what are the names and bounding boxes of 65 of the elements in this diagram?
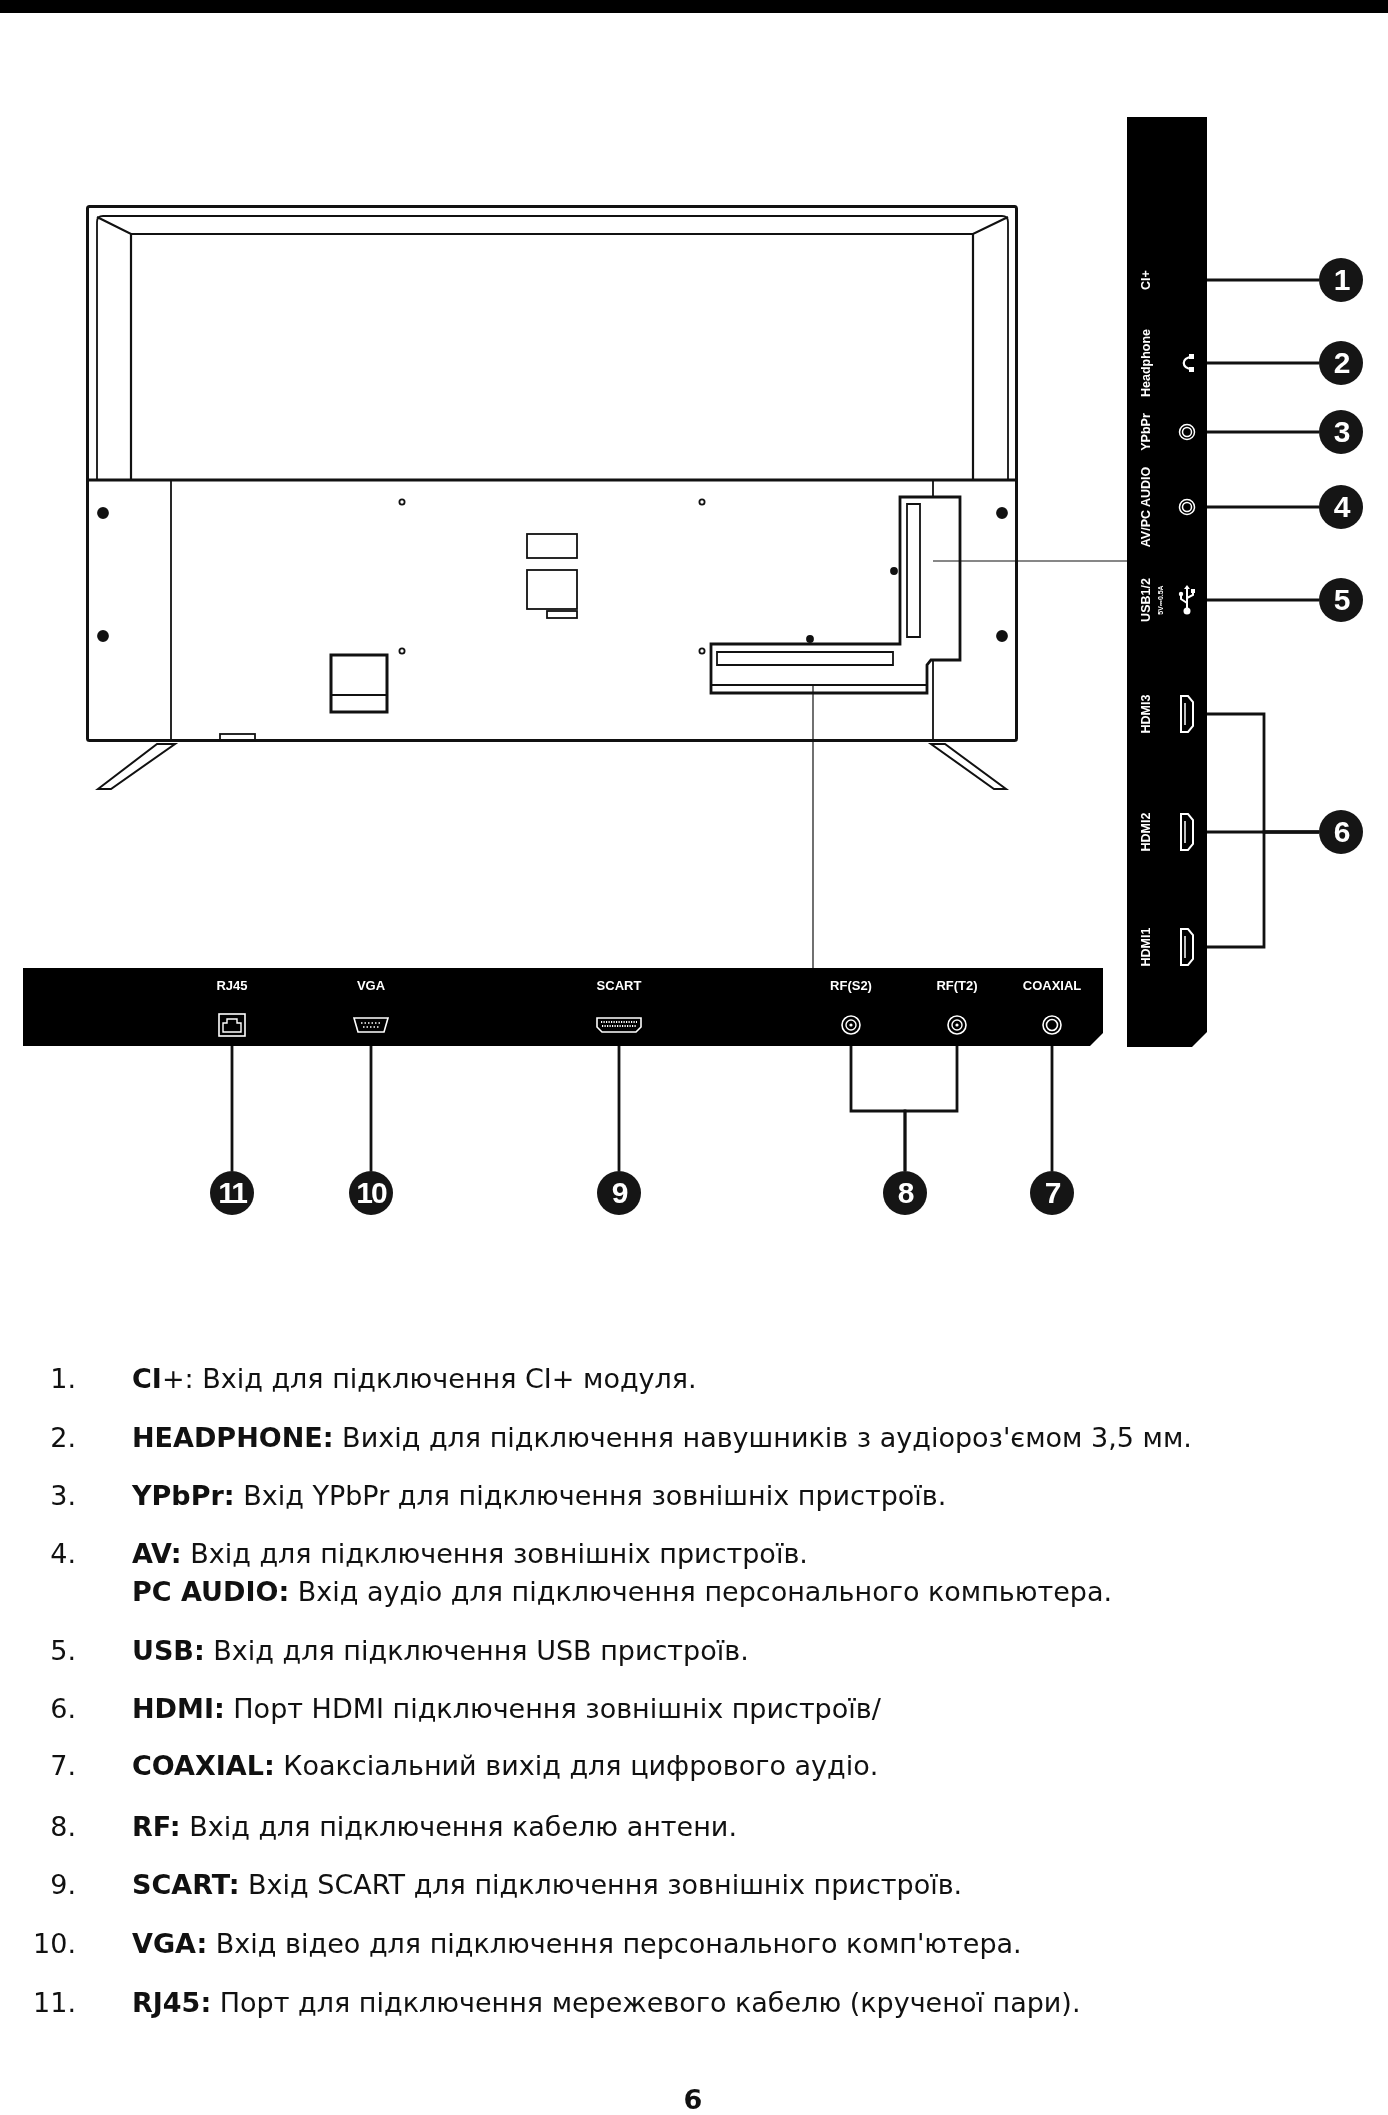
list-number: 3. xyxy=(50,1479,76,1513)
list-number: 7. xyxy=(50,1749,76,1783)
description-text: VGA: Вхід відео для підключення персонального комп'ютера. xyxy=(132,1927,1022,1961)
description-text: PC AUDIO: Вхід аудіо для підключення персонального компьютера. xyxy=(132,1575,1113,1609)
leader-line xyxy=(1207,430,1319,434)
page-number: 6 xyxy=(683,2083,703,2115)
list-number: 2. xyxy=(50,1421,76,1455)
port-label: AV/PC AUDIO xyxy=(1139,466,1153,548)
port-label: HDMI3 xyxy=(1139,694,1153,734)
port-label: HDMI1 xyxy=(1139,927,1153,967)
description-text: COAXIAL: Коаксіальний вихід для цифрового аудіо. xyxy=(132,1749,879,1783)
list-number: 6. xyxy=(50,1692,76,1726)
description-text: HDMI: Порт HDMI підключення зовнішніх пристроїв/ xyxy=(132,1692,881,1726)
port-label: SCART xyxy=(596,979,642,992)
leader-line xyxy=(1207,505,1319,509)
list-number: 8. xyxy=(50,1810,76,1844)
leader-line xyxy=(1207,361,1319,365)
callout-number: 11 xyxy=(210,1171,254,1215)
port-label: RF(S2) xyxy=(830,979,872,992)
description-text: RF: Вхід для підключення кабелю антени. xyxy=(132,1810,737,1844)
description-text: USB: Вхід для підключення USB пристроїв. xyxy=(132,1634,749,1668)
leader-line xyxy=(1207,830,1319,949)
callout-number: 7 xyxy=(1030,1171,1074,1215)
description-text: RJ45: Порт для підключення мережевого кабелю (крученої пари). xyxy=(132,1986,1081,2020)
leader-line xyxy=(1207,278,1319,282)
leader-line xyxy=(230,1046,234,1171)
port-label: RF(T2) xyxy=(936,979,978,992)
list-number: 4. xyxy=(50,1537,76,1571)
port-label: COAXIAL xyxy=(1022,979,1082,992)
list-number: 5. xyxy=(50,1634,76,1668)
port-label: RJ45 xyxy=(216,979,248,992)
leader-line xyxy=(903,1046,959,1171)
leader-line xyxy=(369,1046,373,1171)
port-label: YPbPr xyxy=(1139,413,1153,451)
leader-line xyxy=(1050,1046,1054,1171)
leader-line xyxy=(617,1046,621,1171)
connector-panel xyxy=(23,968,1103,1046)
connector-panel xyxy=(1127,117,1207,1047)
callout-number: 8 xyxy=(883,1171,927,1215)
description-text: CI+: Вхід для підключення CI+ модуля. xyxy=(132,1362,697,1396)
list-number: 10. xyxy=(33,1927,76,1961)
port-label: Headphone xyxy=(1139,328,1153,398)
callout-number: 4 xyxy=(1319,485,1363,529)
tv-back-drawing xyxy=(86,205,1018,791)
port-label: USB1/2 xyxy=(1139,578,1153,622)
leader-line xyxy=(812,683,814,969)
callout-number: 3 xyxy=(1319,410,1363,454)
description-text: YPbPr: Вхід YPbPr для підключення зовнішніх пристроїв. xyxy=(132,1479,947,1513)
callout-number: 9 xyxy=(597,1171,641,1215)
list-number: 9. xyxy=(50,1868,76,1902)
callout-number: 10 xyxy=(349,1171,393,1215)
port-label: VGA xyxy=(356,979,386,992)
description-text: SCART: Вхід SCART для підключення зовнішніх пристроїв. xyxy=(132,1868,963,1902)
leader-line xyxy=(932,560,1128,562)
callout-number: 1 xyxy=(1319,258,1363,302)
callout-number: 5 xyxy=(1319,578,1363,622)
callout-number: 2 xyxy=(1319,341,1363,385)
description-text: HEADPHONE: Вихід для підключення навушників з аудіороз'ємом 3,5 мм. xyxy=(132,1421,1192,1455)
callout-number: 6 xyxy=(1319,810,1363,854)
description-text: AV: Вхід для підключення зовнішніх пристроїв. xyxy=(132,1537,808,1571)
list-number: 11. xyxy=(33,1986,76,2020)
port-label: CI+ xyxy=(1139,270,1153,290)
list-number: 1. xyxy=(50,1362,76,1396)
port-label: HDMI2 xyxy=(1139,812,1153,852)
leader-line xyxy=(1207,598,1319,602)
